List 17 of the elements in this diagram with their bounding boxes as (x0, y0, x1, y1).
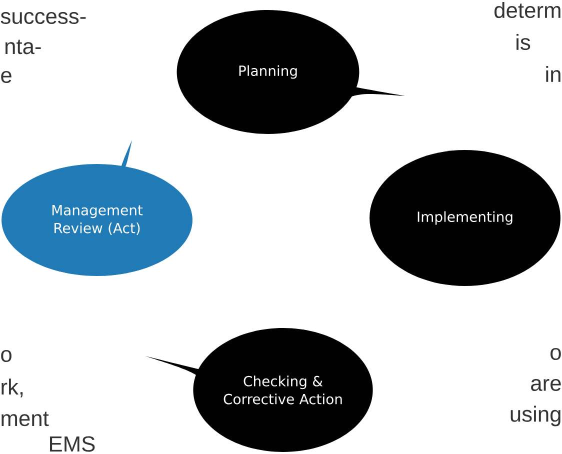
text-fragment: EMS (50, 436, 95, 452)
speech-bubble: Management Review (Act) (2, 140, 192, 276)
speech-bubble: Implementing (370, 150, 560, 286)
speech-bubble: Planning (176, 10, 405, 134)
text-fragment: is (516, 34, 530, 50)
text-fragment: using (510, 406, 560, 426)
text-fragment: o (550, 348, 561, 360)
text-fragment: rk, (2, 378, 23, 398)
text-fragment: in (546, 66, 560, 82)
text-fragment: are (531, 378, 561, 391)
text-fragment: ment (2, 412, 49, 426)
speech-bubble: Checking & Corrective Action (145, 328, 373, 452)
text-fragment: e (1, 70, 12, 83)
text-fragment: success- (0, 12, 86, 24)
text-fragment: nta- (6, 40, 41, 54)
text-fragment: determ (494, 2, 560, 18)
text-fragment: o (1, 350, 12, 362)
